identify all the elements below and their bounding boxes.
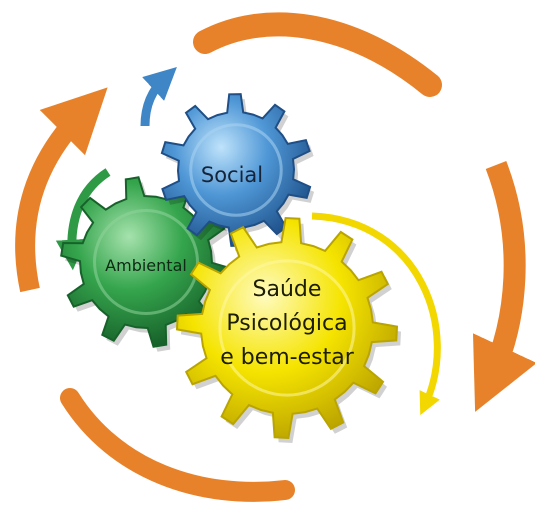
gear-label-social: Social	[201, 163, 263, 187]
gear-social-body	[160, 93, 312, 247]
outer-arrow-left	[15, 87, 108, 293]
gear-saude	[175, 216, 401, 443]
gear-label-saude-line1: Saúde	[253, 277, 322, 302]
outer-arrow-right	[472, 161, 535, 412]
outer-arrow-top	[193, 12, 442, 97]
gear-label-saude-line3: e bem-estar	[220, 345, 355, 370]
gear-label-saude-line2: Psicológica	[226, 311, 347, 336]
social-arrow	[140, 67, 177, 127]
outer-arrow-bottom	[60, 388, 295, 502]
gear-social	[160, 93, 315, 251]
gear-saude-body	[175, 216, 399, 440]
gear-social-hub-ring	[189, 123, 283, 217]
saude-arrow	[311, 212, 441, 416]
gear-saude-hub-ring	[218, 259, 356, 397]
gear-label-ambiental: Ambiental	[105, 256, 187, 275]
gear-ambiental-hub-ring	[93, 209, 199, 315]
